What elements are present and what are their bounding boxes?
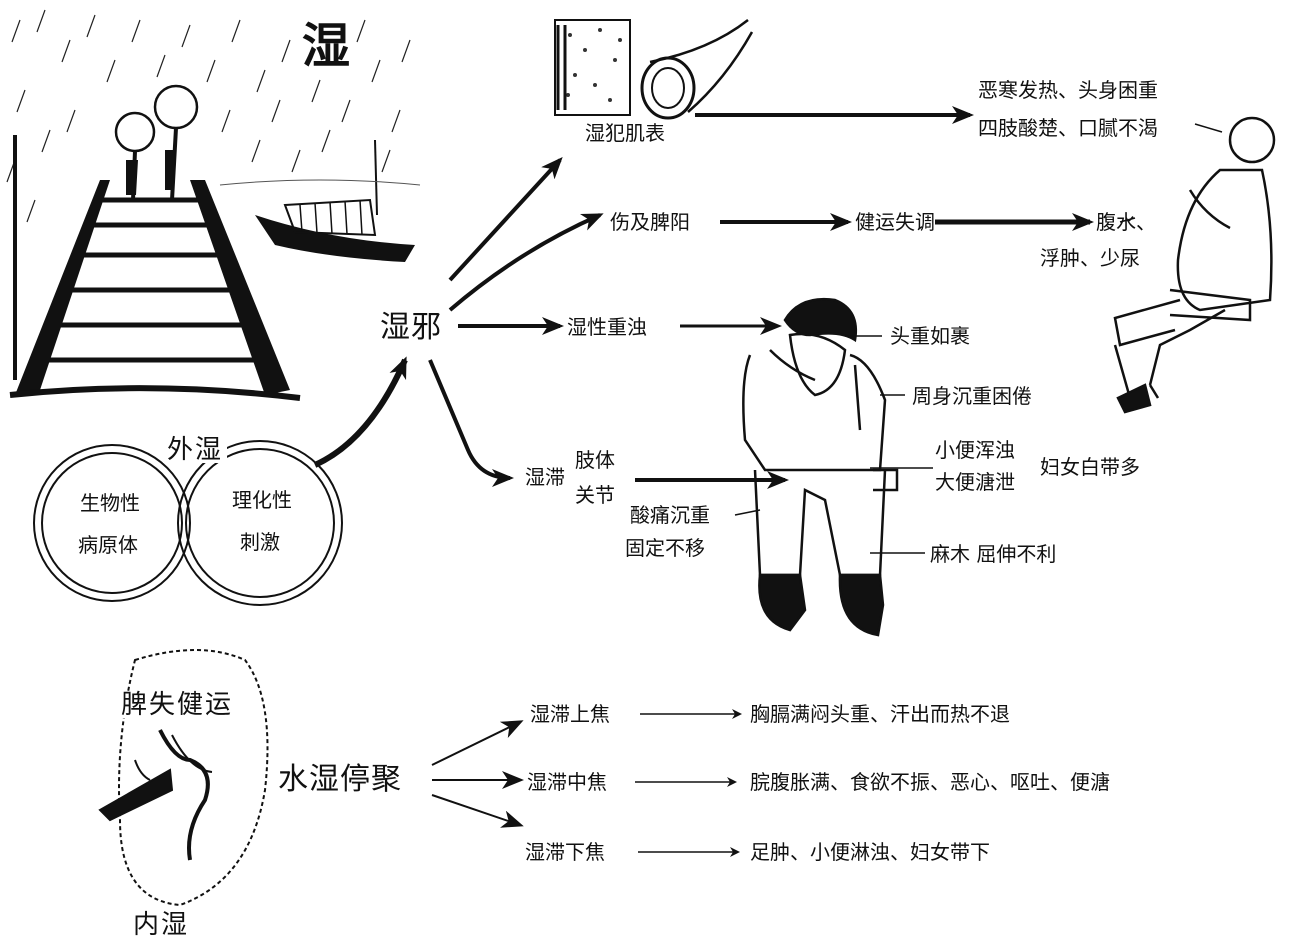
turbid-urine-label: 小便浑浊 (935, 438, 1015, 462)
water-damp-retention-label: 水湿停聚 (278, 762, 402, 797)
leader-lines (734, 123, 1223, 554)
spleen-effect-line2: 浮肿、少尿 (1040, 246, 1140, 270)
arrow-to-lower-jiao (431, 794, 524, 828)
loose-stool-label: 大便溏泄 (935, 470, 1015, 494)
physicochemical-label-line1: 理化性 (232, 488, 292, 512)
damp-stagnation-label: 湿滞 (525, 465, 565, 489)
upper-jiao-label: 湿滞上焦 (530, 702, 610, 726)
physicochemical-label-line2: 刺激 (240, 530, 280, 554)
skin-effect-line1: 恶寒发热、头身困重 (978, 78, 1158, 102)
spleen-effect-line1: 腹水、 (1096, 210, 1156, 234)
arrow-center-to-spleen (448, 213, 604, 312)
numbness-label: 麻木 屈伸不利 (930, 542, 1057, 566)
spleen-failure-label: 脾失健运 (118, 692, 237, 718)
rain-scene-illustration (6, 9, 421, 401)
spleen-organ-illustration (98, 649, 269, 907)
arrow-center-to-skin (448, 157, 563, 282)
leukorrhea-label: 妇女白带多 (1040, 455, 1140, 479)
heavy-turbid-label: 湿性重浊 (567, 315, 647, 339)
rain-streaks (6, 9, 411, 223)
crouching-man-illustration (742, 297, 899, 637)
arrow-to-upper-jiao (431, 720, 524, 766)
arrow-external-to-center (313, 356, 408, 468)
arrow-center-to-joints (428, 359, 514, 487)
middle-jiao-label: 湿滞中焦 (527, 770, 607, 794)
skin-invasion-label: 湿犯肌表 (585, 121, 665, 145)
boat-illustration (219, 139, 421, 262)
pain-label-line2: 固定不移 (625, 536, 705, 560)
lower-jiao-effect: 足肿、小便淋浊、妇女带下 (750, 840, 990, 864)
external-dampness-circles (33, 440, 343, 606)
biological-label-line2: 病原体 (78, 533, 138, 557)
diagram-title: 湿 (302, 18, 351, 74)
pain-label-line1: 酸痛沉重 (630, 503, 710, 527)
sitting-man-illustration (1113, 116, 1276, 414)
middle-jiao-effect: 脘腹胀满、食欲不振、恶心、呕吐、便溏 (750, 770, 1110, 794)
joints-label: 关节 (575, 483, 615, 507)
spleen-yang-label: 伤及脾阳 (610, 210, 690, 234)
external-dampness-label: 外湿 (163, 437, 228, 463)
skin-muscle-illustration (554, 19, 754, 120)
limbs-label: 肢体 (575, 448, 615, 472)
biological-label-line1: 生物性 (80, 491, 140, 515)
damp-evil-center: 湿邪 (380, 310, 442, 345)
transport-dysfunction-label: 健运失调 (855, 210, 935, 234)
body-heavy-label: 周身沉重困倦 (912, 384, 1032, 408)
head-heavy-label: 头重如裹 (890, 324, 970, 348)
lower-jiao-label: 湿滞下焦 (525, 840, 605, 864)
skin-effect-line2: 四肢酸楚、口腻不渴 (978, 116, 1158, 140)
stairs-illustration (9, 135, 301, 401)
upper-jiao-effect: 胸膈满闷头重、汗出而热不退 (750, 702, 1010, 726)
internal-dampness-label: 内湿 (133, 910, 190, 940)
